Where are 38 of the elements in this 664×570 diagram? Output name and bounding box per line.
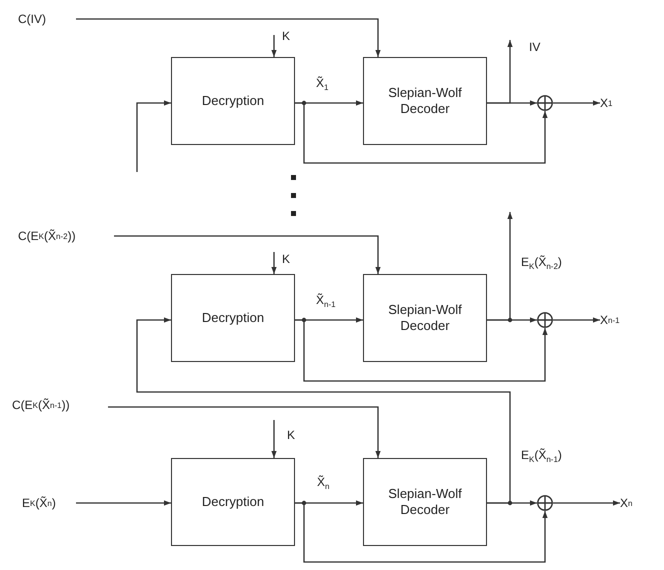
arrow (76, 500, 171, 506)
block-label: Slepian-Wolf Decoder (387, 85, 463, 117)
arrow (136, 100, 171, 172)
process-box (171, 57, 295, 145)
xor-symbol (537, 495, 553, 511)
block-label: Slepian-Wolf Decoder (387, 486, 463, 518)
arrow (114, 235, 381, 274)
process-box (363, 57, 487, 145)
process-box (171, 274, 295, 362)
arrow (295, 319, 548, 382)
arrow (108, 406, 381, 458)
block-label: Decryption (202, 310, 264, 326)
block-label: Decryption (202, 494, 264, 510)
arrow (271, 35, 277, 57)
block-label: Slepian-Wolf Decoder (387, 302, 463, 334)
arrow (487, 500, 537, 506)
arrow (271, 252, 277, 274)
process-box (171, 458, 295, 546)
xor-symbol (537, 95, 553, 111)
arrow (487, 212, 513, 321)
arrow (553, 100, 600, 106)
process-box (363, 458, 487, 546)
edge-label: K (286, 428, 296, 442)
edge-label: IV (528, 40, 542, 54)
arrow (271, 420, 277, 458)
arrow (553, 317, 600, 323)
process-box (363, 274, 487, 362)
arrow (553, 500, 620, 506)
arrow (295, 502, 548, 563)
arrow (136, 317, 511, 504)
block-label: Decryption (202, 93, 264, 109)
edge-label: K (281, 252, 292, 266)
edge-label: K (281, 29, 292, 43)
xor-symbol (537, 312, 553, 328)
arrow (76, 18, 381, 57)
signal-label: C(IV) (18, 10, 76, 28)
arrow (295, 102, 548, 164)
arrow (487, 40, 513, 104)
